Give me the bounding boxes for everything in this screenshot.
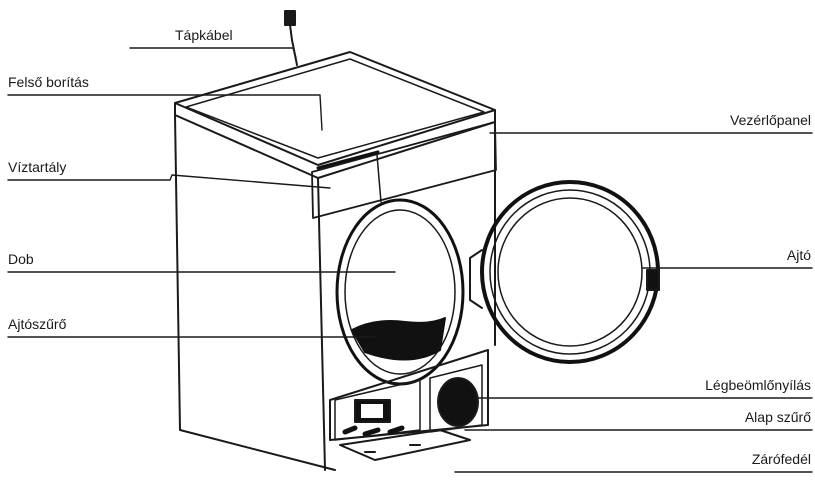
label-closing-cover: Zárófedél xyxy=(751,451,811,467)
control-panel-shape xyxy=(311,121,497,219)
label-water-tank: Víztartály xyxy=(8,159,67,175)
label-door: Ajtó xyxy=(786,247,811,263)
drum-opening xyxy=(335,198,465,386)
door-shape xyxy=(469,180,660,364)
leader-lines xyxy=(7,47,813,473)
label-power-cable: Tápkábel xyxy=(175,27,233,43)
closing-cover-shape xyxy=(339,429,471,461)
label-control-panel: Vezérlőpanel xyxy=(730,112,811,128)
top-cover-shape xyxy=(174,51,496,179)
label-door-filter: Ajtószűrő xyxy=(8,316,67,332)
label-drum: Dob xyxy=(8,251,34,267)
label-base-filter: Alap szűrő xyxy=(744,409,811,425)
label-air-inlet: Légbeömlőnyílás xyxy=(705,377,811,393)
label-top-cover: Felső borítás xyxy=(8,74,89,90)
base-filter-area xyxy=(329,349,489,441)
